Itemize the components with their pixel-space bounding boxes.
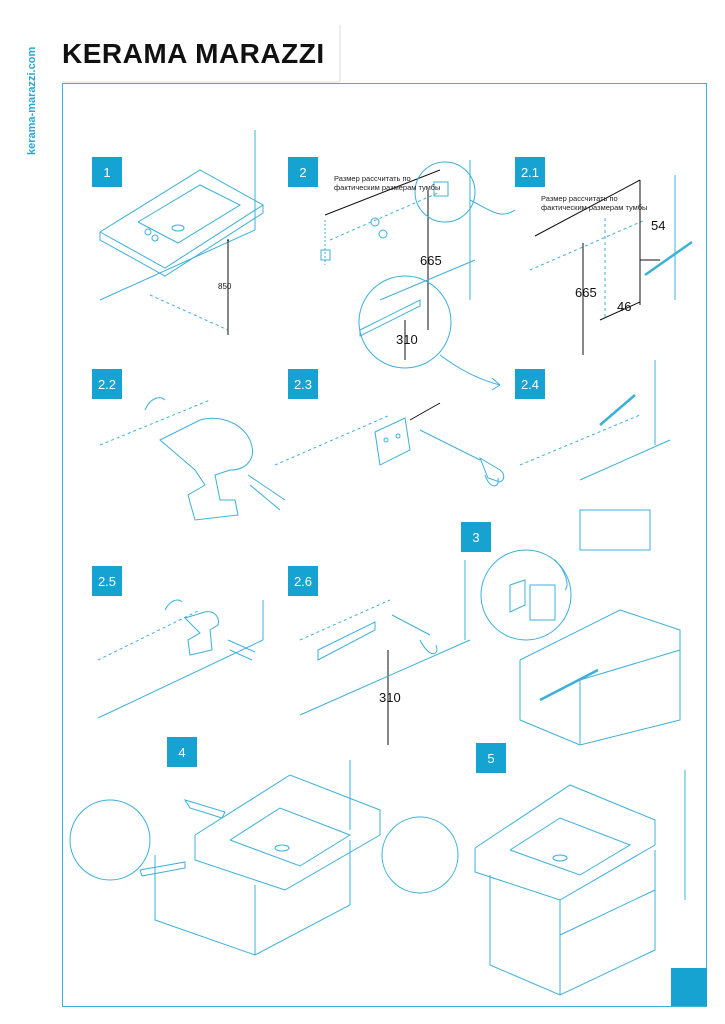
step-badge-1: 1 <box>92 157 122 187</box>
step-badge-2-4: 2.4 <box>515 369 545 399</box>
calc-note-2-1: Размер рассчитать по фактическим размера… <box>541 194 648 212</box>
instruction-frame <box>62 83 707 1007</box>
caulk-gun-icon <box>139 799 226 877</box>
step-badge-2-2: 2.2 <box>92 369 122 399</box>
step-badge-2-6: 2.6 <box>288 566 318 596</box>
step-badge-2-1: 2.1 <box>515 157 545 187</box>
washbasin-icon <box>99 130 264 331</box>
dim-850: 850 <box>218 282 232 291</box>
dim-310-b: 310 <box>379 690 401 705</box>
dim-665-a: 665 <box>420 253 442 268</box>
step-badge-5: 5 <box>476 743 506 773</box>
calc-note-2: Размер рассчитать по фактическим размера… <box>334 174 441 192</box>
mounting-bracket-icon <box>274 402 505 487</box>
dim-54: 54 <box>651 218 666 233</box>
dim-665-b: 665 <box>575 285 597 300</box>
screwdriver-icon <box>478 456 505 483</box>
dim-310-a: 310 <box>396 332 418 347</box>
step-badge-2-5: 2.5 <box>92 566 122 596</box>
page-corner-tab <box>671 968 707 1006</box>
cabinet-icon <box>480 509 681 746</box>
drill-icon <box>99 397 286 521</box>
dim-46: 46 <box>617 299 632 314</box>
step-badge-3: 3 <box>461 522 491 552</box>
brand-logo: KERAMA MARAZZI <box>62 38 325 69</box>
step-badge-2-3: 2.3 <box>288 369 318 399</box>
step-badge-4: 4 <box>167 737 197 767</box>
step-badge-2: 2 <box>288 157 318 187</box>
